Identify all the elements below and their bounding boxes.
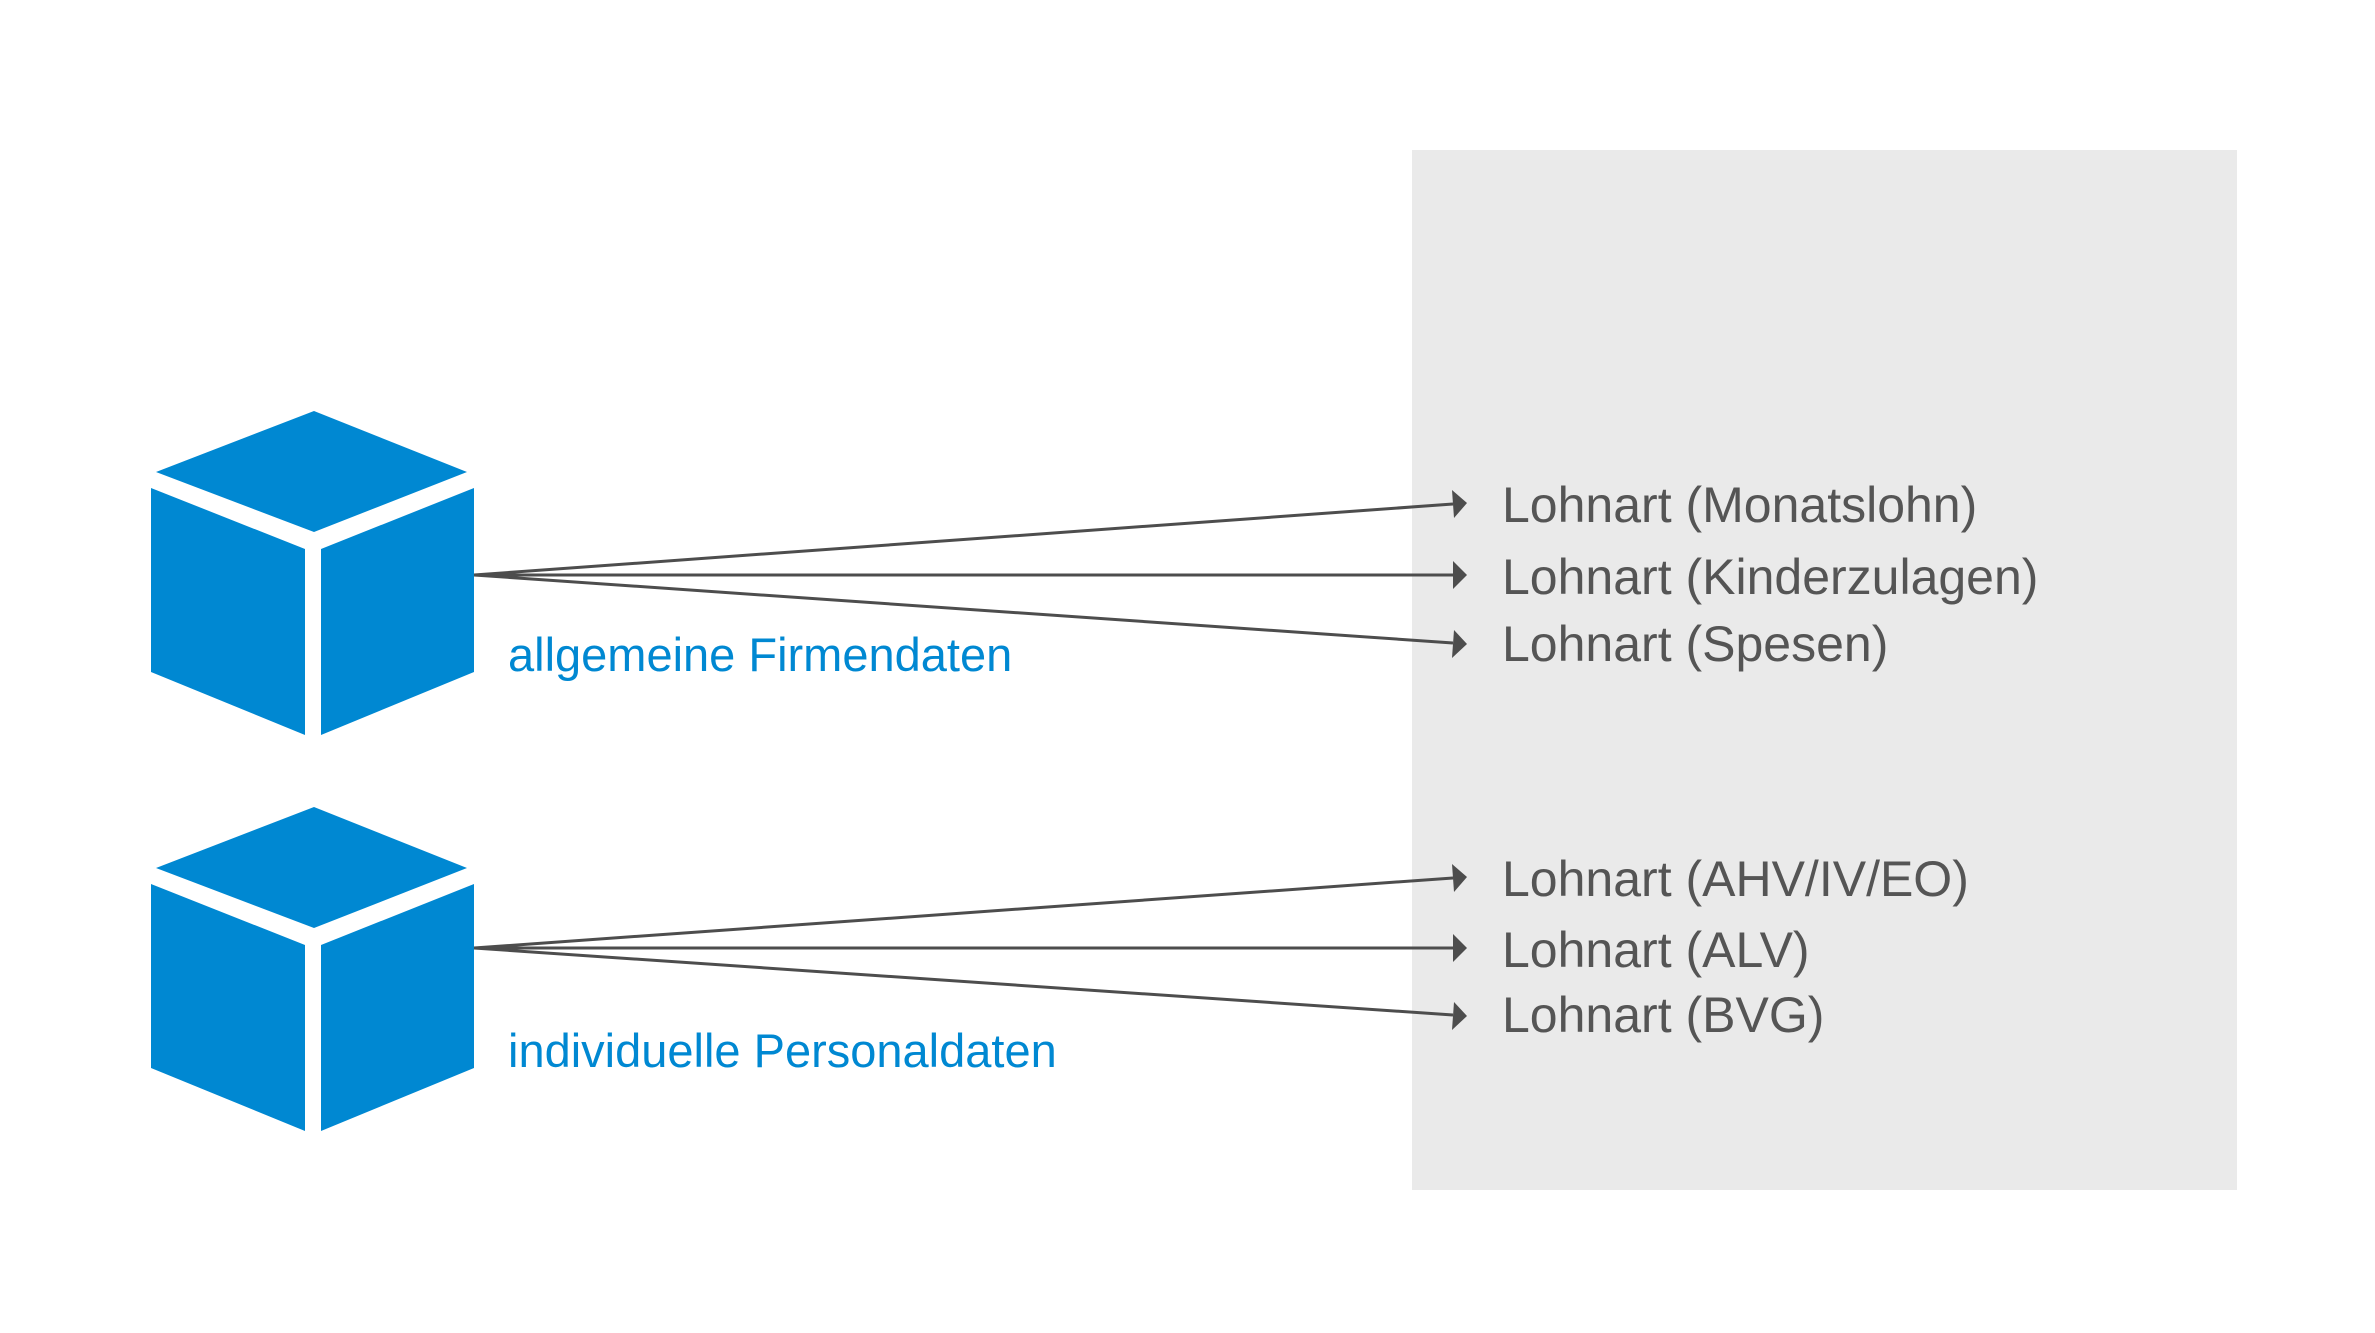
source-label: allgemeine Firmendaten <box>508 628 1012 681</box>
arrowhead <box>1452 490 1467 518</box>
connectors <box>473 864 1467 1030</box>
source-group-firmendaten: allgemeine Firmendaten Lohnart (Monatslo… <box>151 411 2038 735</box>
connector-line <box>473 502 1454 577</box>
cube-icon <box>151 807 474 1131</box>
lohnart-item: Lohnart (AHV/IV/EO) <box>1502 851 1969 907</box>
lohnart-item: Lohnart (Spesen) <box>1502 616 1888 672</box>
arrowhead <box>1452 1002 1467 1030</box>
cube-icon <box>151 411 474 735</box>
connectors <box>473 490 1467 658</box>
source-label: individuelle Personaldaten <box>508 1024 1057 1077</box>
lohnart-item: Lohnart (BVG) <box>1502 987 1824 1043</box>
lohnart-item: Lohnart (Monatslohn) <box>1502 477 1977 533</box>
source-group-personaldaten: individuelle Personaldaten Lohnart (AHV/… <box>151 807 1969 1131</box>
connector-line <box>473 573 1454 645</box>
arrowhead <box>1452 864 1467 892</box>
lohnart-panel <box>1412 150 2237 1190</box>
lohnart-item: Lohnart (Kinderzulagen) <box>1502 549 2038 605</box>
arrowhead <box>1453 934 1467 962</box>
connector-line <box>473 946 1454 1017</box>
arrowhead <box>1453 561 1467 589</box>
connector-line <box>473 876 1454 950</box>
lohnart-item: Lohnart (ALV) <box>1502 922 1810 978</box>
arrowhead <box>1452 630 1467 658</box>
